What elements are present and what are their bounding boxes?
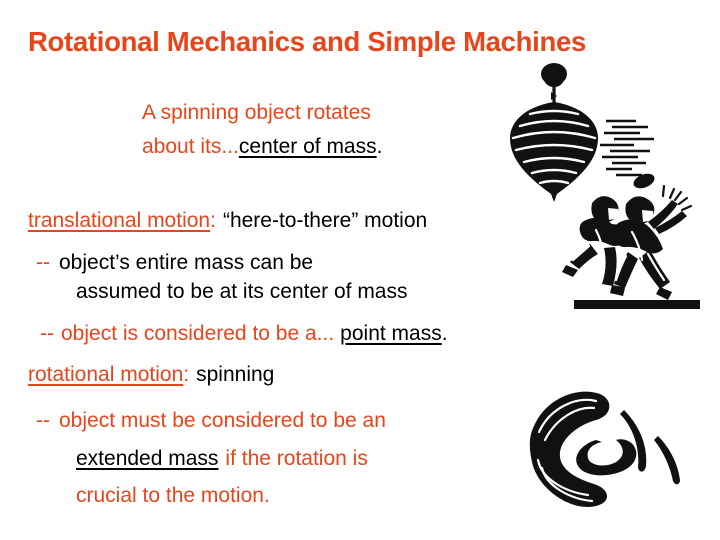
translational-bullet2-period: . [441, 322, 448, 345]
translational-motion-heading: translational motion: “here-to-there” mot… [28, 210, 427, 231]
translational-bullet2: -- object is considered to be a...point m… [40, 323, 448, 344]
rotational-motion-definition: spinning [196, 363, 275, 386]
spin-statement-prefix: about its... [142, 135, 239, 158]
translational-bullet1-line2: assumed to be at its center of mass [76, 280, 408, 303]
spin-statement-period: . [376, 135, 383, 158]
translational-motion-colon: : [210, 209, 216, 232]
bullet-dash: -- [40, 322, 54, 345]
rotational-motion-colon: : [183, 363, 190, 386]
translational-bullet1-text: object’s entire mass can be [59, 251, 314, 274]
spinning-top-illustration [494, 62, 614, 202]
rotational-motion-heading: rotational motion: spinning [28, 364, 274, 385]
translational-motion-definition: “here-to-there” motion [222, 209, 428, 232]
rotational-bullet1-line1: -- object must be considered to be an [36, 410, 386, 431]
rotational-motion-term: rotational motion [28, 363, 184, 386]
page-title: Rotational Mechanics and Simple Machines [28, 26, 586, 57]
rotational-bullet1-line2: extended mass if the rotation is [76, 448, 368, 469]
spin-statement-line1: A spinning object rotates [142, 101, 371, 124]
football-players-illustration [556, 168, 716, 320]
translational-bullet2-answer: point mass [340, 322, 442, 345]
bullet-dash: -- [36, 409, 50, 432]
speed-lines-illustration [596, 116, 668, 184]
rotational-bullet1-text: object must be considered to be an [59, 409, 386, 432]
rotational-bullet1-answer: extended mass [76, 447, 219, 470]
rotational-bullet1-rest: if the rotation is [225, 447, 368, 470]
spin-statement-line2: about its...center of mass. [142, 136, 382, 157]
boomerang-illustration [512, 382, 708, 510]
bullet-dash: -- [36, 251, 50, 274]
spin-statement-answer: center of mass [238, 135, 377, 158]
translational-motion-term: translational motion [28, 209, 211, 232]
translational-bullet2-prefix: object is considered to be a... [61, 322, 335, 345]
translational-bullet1-line1: -- object’s entire mass can be [36, 252, 313, 273]
rotational-bullet1-line3: crucial to the motion. [76, 484, 270, 507]
